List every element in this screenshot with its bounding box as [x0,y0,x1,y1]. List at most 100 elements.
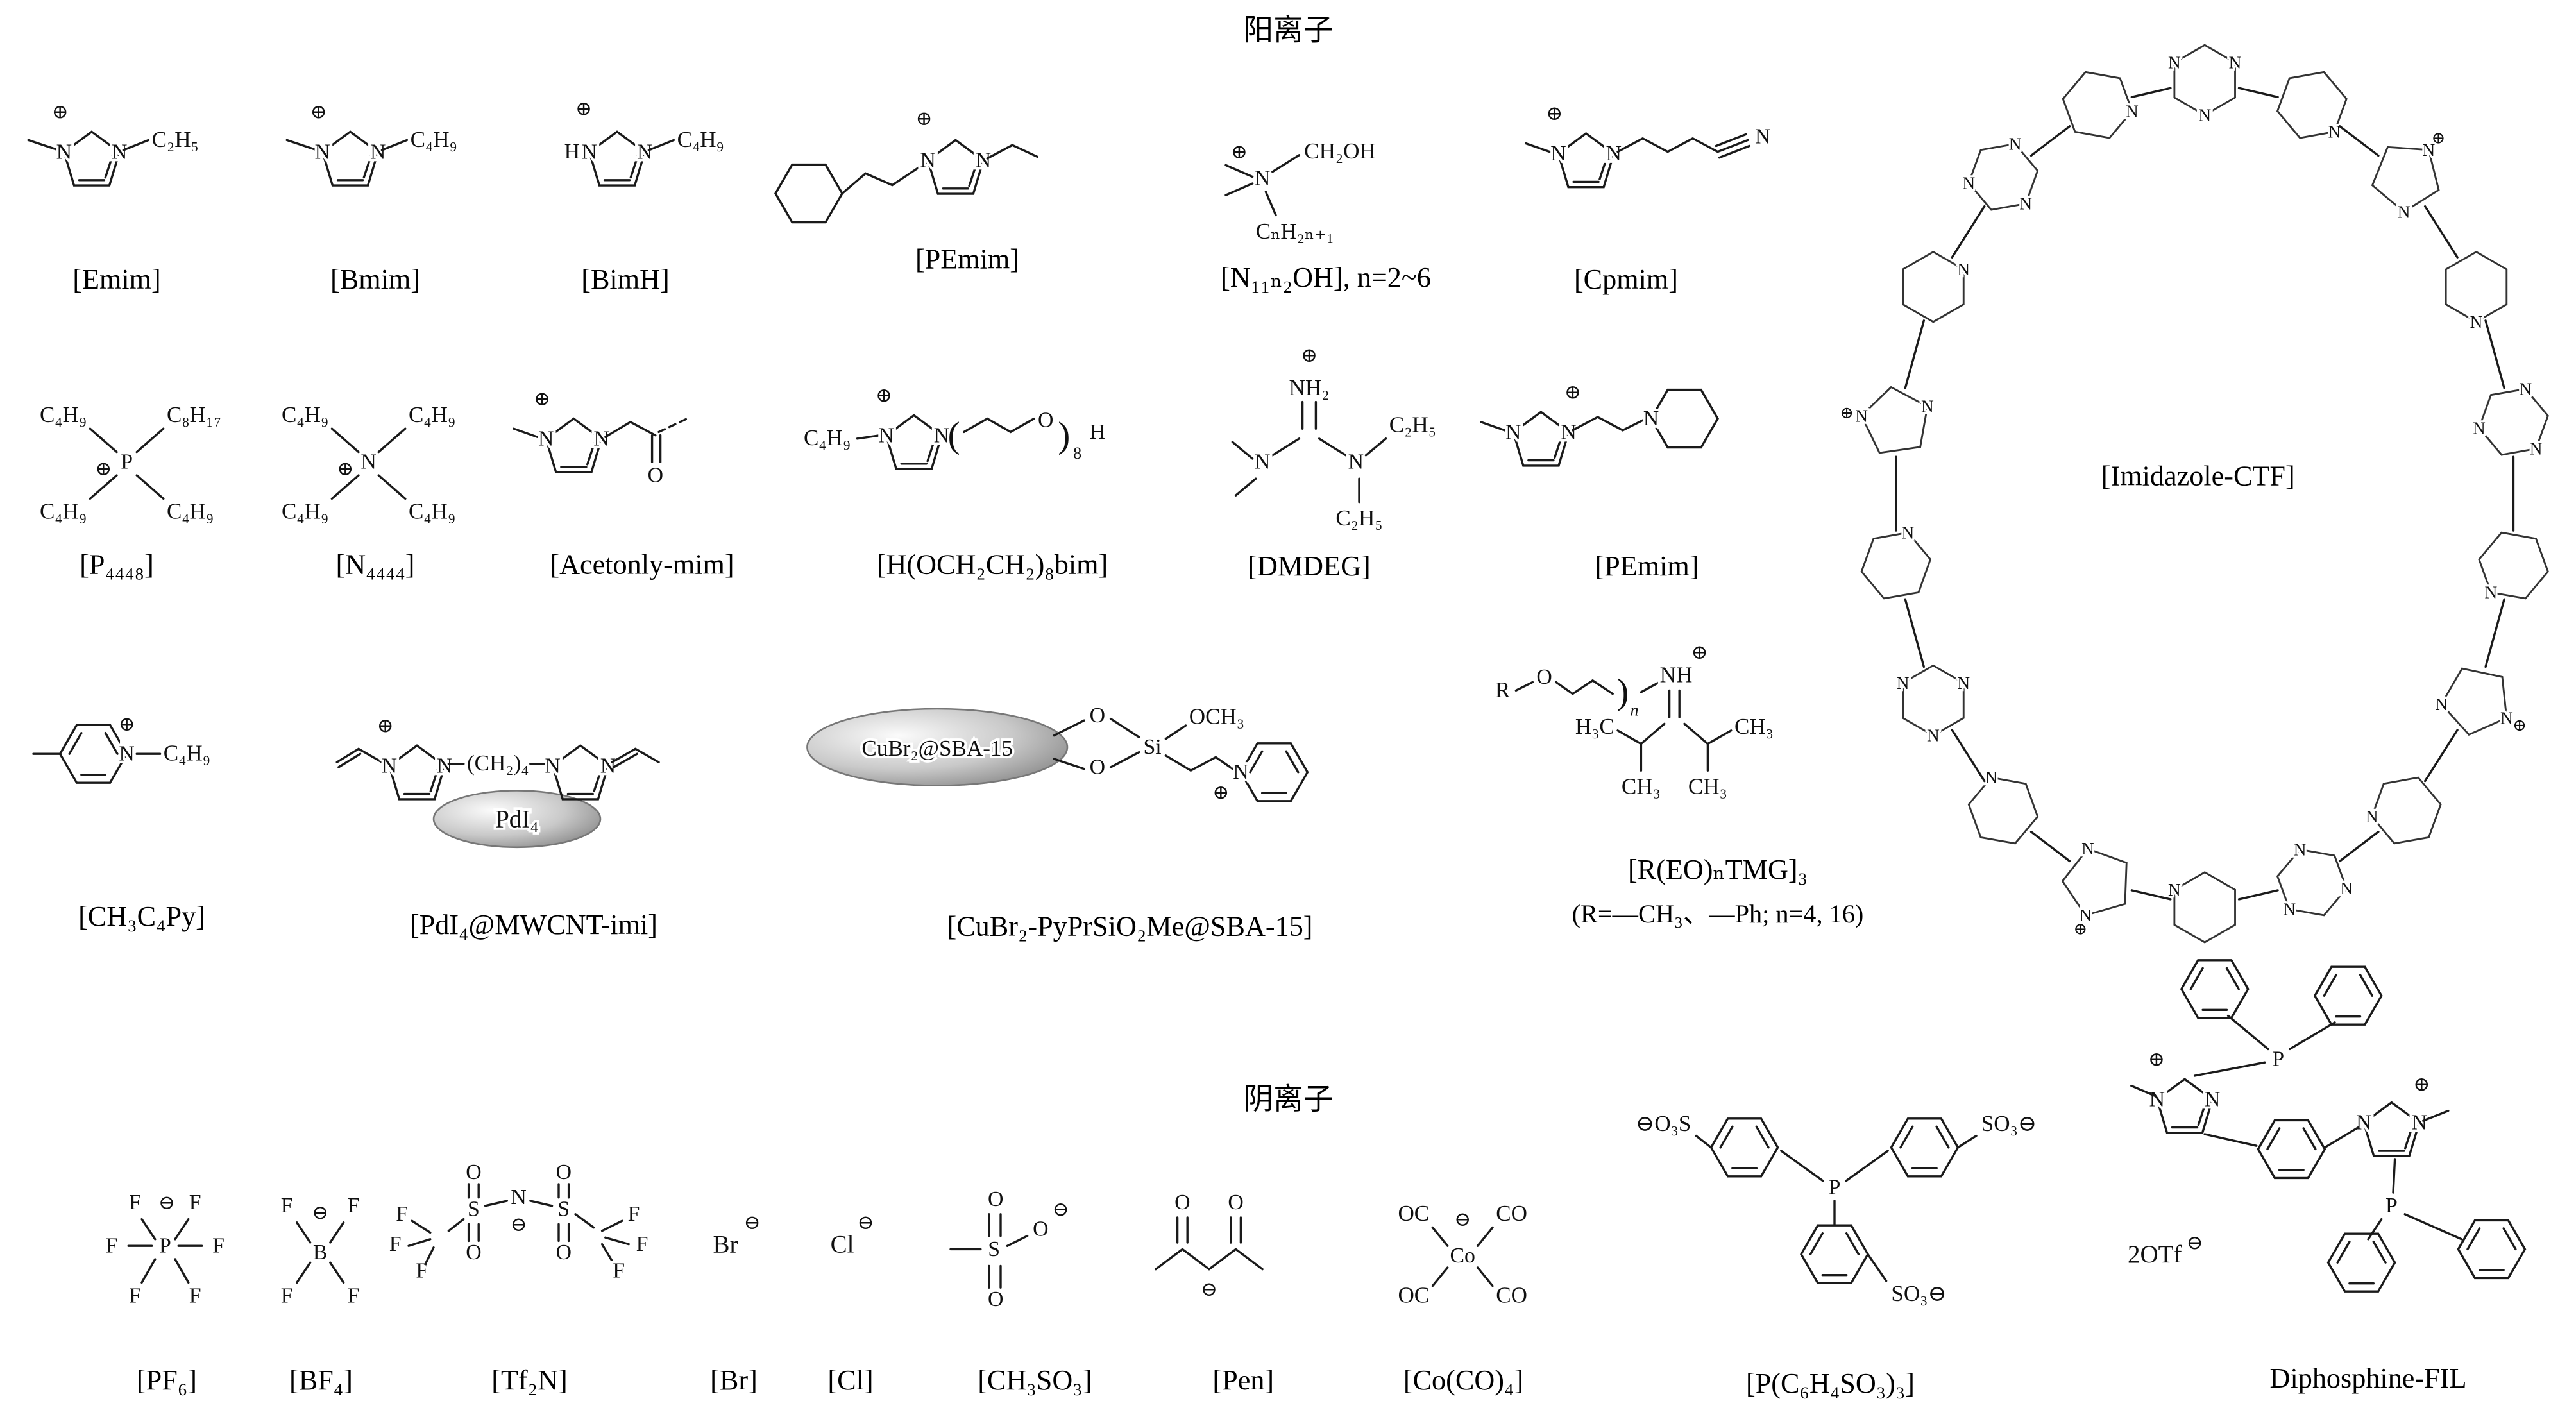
r-group-label: R [1495,677,1511,702]
minus-charge: ⊖ [1201,1278,1217,1300]
nitrogen-atom-label: N [2168,880,2181,899]
oxygen-atom-label: O [556,1160,572,1184]
pemim-cyclohexyl-structure: ⊕ [774,105,1038,224]
n11n2oh-label: [N₁₁ₙ₂OH], n=2~6 [1221,262,1431,294]
pyridine-ring: N [2339,776,2442,863]
close-paren: ) [1616,672,1629,712]
oxygen-atom-label: O [1090,704,1105,727]
plus-charge: ⊕ [1231,140,1248,163]
phenyl-ring [2457,1219,2527,1280]
diphosphine-label: Diphosphine-FIL [2269,1363,2467,1395]
ch3so3-label: [CH₃SO₃] [978,1364,1092,1397]
oxygen-atom-label: O [1038,409,1053,432]
imidazolium-ring [1505,412,1577,466]
butyl-label: C₄H₉ [282,402,328,427]
n11n2oh-structure: N ⊕ CH₂OH CₙH₂ₙ₊₁ [1224,136,1378,246]
minus-charge: ⊖ [2187,1231,2203,1253]
triazine-ring: NNN [2237,838,2355,921]
nitrogen-atom-label: N [2126,101,2139,121]
emim-label: [Emim] [72,263,161,296]
imidazolium-ring [878,415,949,469]
nitrogen-atom-label: N [2009,134,2022,153]
nitrogen-atom-label: N [1348,450,1364,474]
cyclohexane-ring [774,163,843,224]
methyl-label: CH₃ [1622,774,1661,799]
sulfur-atom-label: S [557,1197,570,1221]
imidazole-ring [545,745,616,799]
butyl-label: C₄H₉ [409,402,455,427]
nitrogen-atom-label: N [1985,768,1998,787]
butyl-label: C₄H₉ [282,499,328,524]
plus-charge: ⊕ [2512,716,2527,734]
imidazolium-ring [382,745,453,799]
pyridine-ring: N [1951,729,2039,845]
pdi4-mwcnt-label: [PdI₄@MWCNT-imi] [409,909,657,941]
plus-charge: ⊕ [2432,129,2446,148]
nitrogen-atom-label: N [1957,260,1970,279]
plus-charge: ⊕ [119,713,135,735]
pdi4-catalyst-ellipse [432,790,602,849]
nitrogen-atom-label: N [1897,674,1910,693]
plus-charge: ⊕ [2073,920,2087,938]
bmim-label: [Bmim] [330,263,420,296]
piperidine-ring [1650,388,1719,449]
phenyl-ring [2180,959,2250,1019]
imidazole-ctf-label: [Imidazole-CTF] [2101,460,2295,492]
ethyl-label: C₂H₅ [152,127,199,152]
minus-charge: ⊖ [511,1213,527,1235]
carbonyl-ligand-label: CO [1496,1201,1527,1226]
sulfur-atom-label: S [988,1237,1000,1261]
h-och2ch2-8-bim-label: [H(OCH₂CH₂)₈bim] [876,548,1108,581]
fluorine-atom-label: F [106,1234,118,1258]
n4444-label: [N₄₄₄₄] [335,548,415,581]
counterion-label: 2OTf [2128,1241,2182,1268]
methyl-label: CH₃ [1734,714,1774,739]
pyridine-ring: N [1860,455,1932,600]
dmdeg-label: [DMDEG] [1248,550,1371,582]
repeat-subscript: 8 [1073,444,1081,463]
carbonyl-ligand-label: OC [1398,1283,1429,1308]
nitrogen-atom-label: N [2198,105,2211,124]
nitrogen-atom-label: N [1902,523,1915,542]
pemim-piperidine-label: [PEmim] [1595,550,1699,582]
nitrogen-atom-label: N [1255,167,1270,191]
tf2n-label: [Tf₂N] [491,1364,568,1397]
rtmg-sublabel: (R=—CH₃、—Ph; n=4, 16) [1572,901,1864,930]
nitrogen-atom-label: N [2473,418,2486,437]
iminium-nh-label: NH [1660,662,1693,687]
butyl-label: C₄H₉ [167,499,214,524]
butyl-label: C₄H₉ [804,425,851,450]
minus-charge: ⊖ [312,1201,328,1224]
plus-charge: ⊕ [1546,102,1563,124]
repeat-subscript-n: n [1631,701,1639,719]
benzene-ring [1890,1117,1960,1178]
triazine-ring: NNN [1960,125,2071,216]
fluorine-atom-label: F [636,1232,648,1256]
nitrogen-atom-label: N [1255,450,1270,474]
minus-charge: ⊖ [857,1211,874,1234]
oxygen-atom-label: O [1228,1191,1243,1214]
oxygen-atom-label: O [648,463,663,487]
pemim-piperidine-structure: ⊕ N [1480,379,1719,542]
fluorine-atom-label: F [129,1284,141,1308]
pyridine-ring: N [2276,71,2380,157]
iminium-label: NH₂ [1289,375,1330,400]
imidazolium-ring [315,132,386,185]
close-paren: ) [1058,415,1070,455]
nitrogen-atom-label: N [2530,439,2543,458]
nitrogen-atom-label: N [2294,840,2307,859]
imidazolium-ring [538,419,609,473]
phosphorus-atom-label: P [1829,1176,1841,1200]
nitrogen-atom-label: N [2398,202,2411,221]
nitrogen-atom-label: N [1921,397,1934,416]
cl-structure: Cl ⊖ [828,1210,876,1261]
benzene-ring [1709,1117,1779,1178]
plus-charge: ⊕ [2148,1048,2165,1070]
pyridine-ring: N [2130,871,2236,944]
nitrogen-atom-label: N [2229,53,2242,72]
oxygen-atom-label: O [466,1241,481,1264]
oxygen-atom-label: O [1174,1191,1190,1214]
nitrogen-atom-label: N [2519,379,2532,398]
